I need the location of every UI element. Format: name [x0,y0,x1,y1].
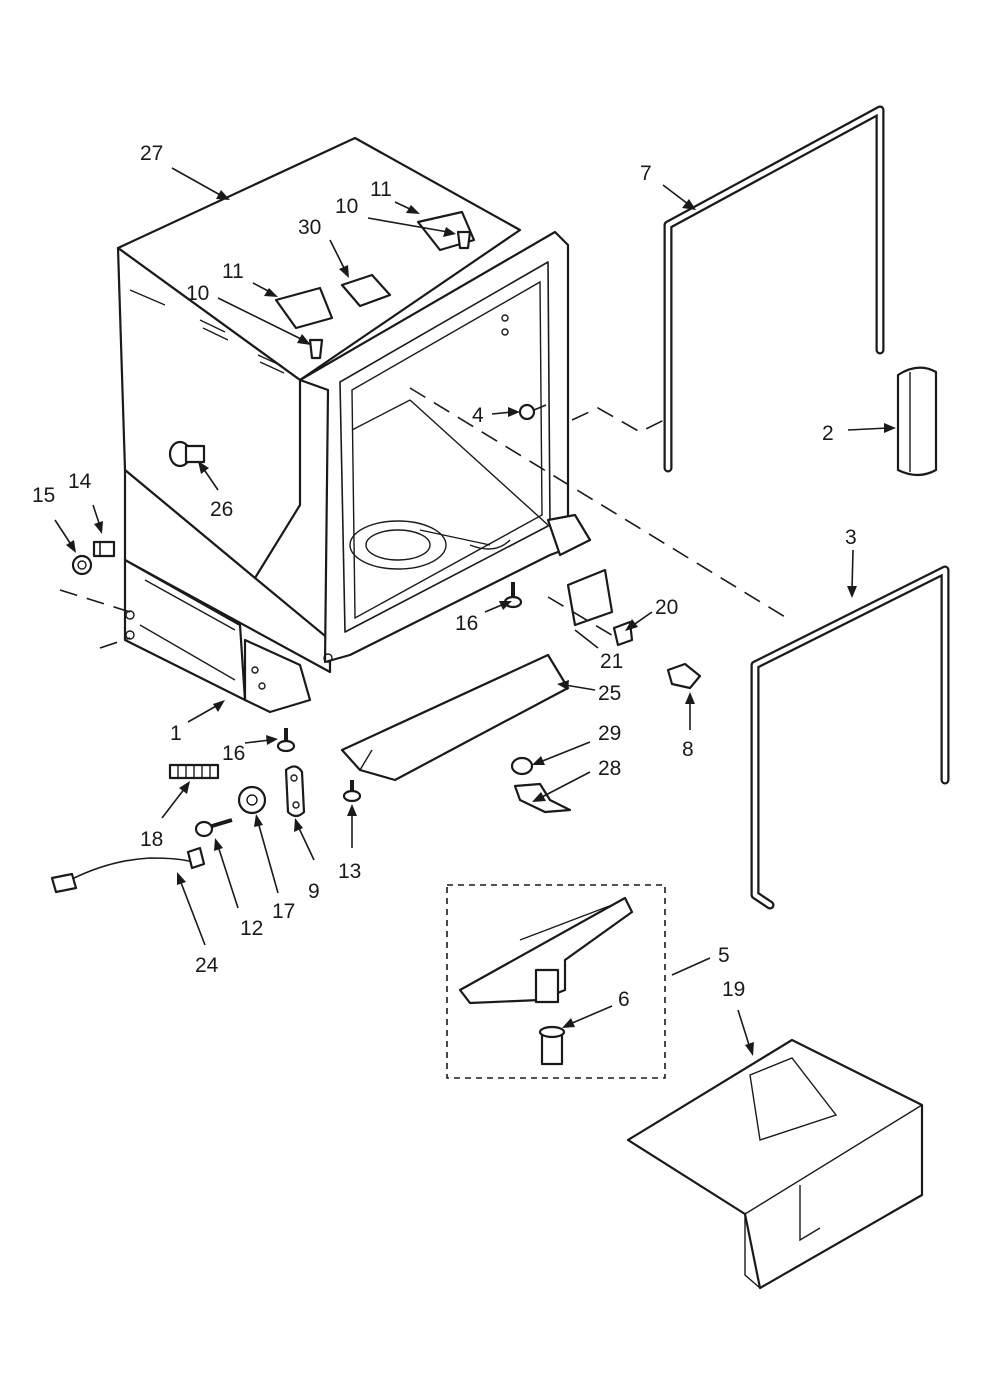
tub-assembly [116,136,592,714]
callout-5: 5 [718,944,730,967]
callout-17: 17 [272,900,295,923]
callout-21: 21 [600,650,623,673]
door-spring [168,763,220,780]
callout-24: 24 [195,954,219,977]
callout-29: 29 [598,722,621,745]
callout-27: 27 [140,142,163,165]
callout-6: 6 [618,988,630,1011]
callout-3: 3 [845,526,857,549]
callout-20: 20 [655,596,678,619]
callout-10-lower: 10 [186,282,209,305]
door-gasket [663,105,885,473]
callout-labels: 27 7 11 10 30 11 10 4 2 15 14 26 3 20 16… [32,142,857,1011]
door-latch-clip [666,662,702,690]
callout-11-upper: 11 [370,178,392,201]
callout-10-upper: 10 [335,195,358,218]
callout-16-lower: 16 [222,742,245,765]
shoulder-screw [194,818,233,838]
spray-arm-kit-box [446,884,666,1079]
tub-gasket [750,565,950,910]
callout-2: 2 [822,422,834,445]
side-bracket [566,568,614,627]
mounting-clip [340,273,392,308]
leveling-leg-lower [276,728,296,753]
callout-13: 13 [338,860,361,883]
callout-30: 30 [298,216,321,239]
callout-4: 4 [472,404,484,427]
callout-19: 19 [722,978,745,1001]
callout-9: 9 [308,880,320,903]
screw-lower [308,338,324,360]
spray-arm-bearing [538,1025,566,1066]
callout-25: 25 [598,682,621,705]
callout-12: 12 [240,917,263,940]
door-link-arm [284,765,306,818]
bolt [92,540,116,558]
leveling-foot [342,780,362,803]
callout-16-upper: 16 [455,612,478,635]
leader-lines [54,167,896,1056]
callout-8: 8 [682,738,694,761]
callout-26: 26 [210,498,233,521]
vent-tube [896,366,938,477]
door-cable [50,846,206,894]
pulley-wheel [237,785,267,815]
callout-14: 14 [68,470,92,493]
float-switch-cap [510,756,534,776]
alignment-lines [59,387,791,649]
hinge-bracket-lower [274,286,334,330]
toe-panel [340,653,570,782]
callout-11-lower: 11 [222,260,244,283]
insulation-pad [626,1038,924,1290]
callout-7: 7 [640,162,652,185]
callout-28: 28 [598,757,621,780]
callout-1: 1 [170,722,182,745]
screw-upper [456,230,472,250]
tub-plug [168,440,206,468]
callout-15: 15 [32,484,55,507]
lower-spray-arm [458,896,634,1005]
callout-18: 18 [140,828,163,851]
nut [71,554,93,576]
